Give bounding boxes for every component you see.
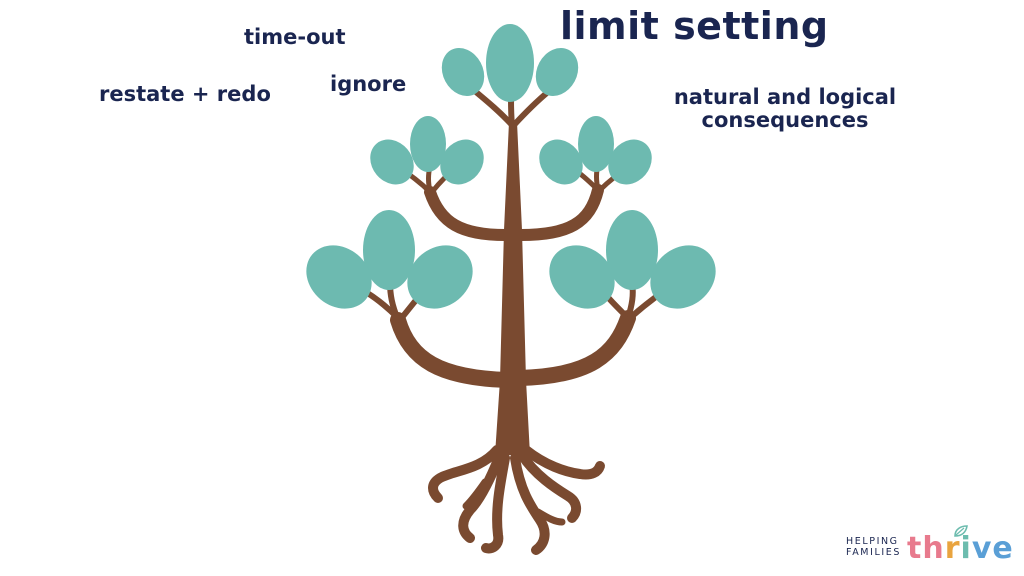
leaf-mid-right-left xyxy=(539,139,583,185)
leaf-lower-right-right xyxy=(650,245,716,309)
label-natural-logical-consequences: natural and logical consequences xyxy=(672,85,898,133)
leaf-mid-left-center xyxy=(410,116,446,172)
brand-line2: FAMILIES xyxy=(846,547,902,559)
brand-letter: i xyxy=(960,531,972,566)
branch-lower-left xyxy=(390,312,516,388)
root-4 xyxy=(510,453,550,555)
tree-trunk xyxy=(495,122,530,455)
twig-top-right xyxy=(511,89,551,128)
twig-top-center xyxy=(508,95,515,128)
label-ignore: ignore xyxy=(330,72,407,96)
label-time-out: time-out xyxy=(244,25,346,49)
leaf-mid-left-right xyxy=(440,139,484,185)
leaf-lower-left-center xyxy=(363,210,415,290)
tree-roots xyxy=(428,445,605,555)
brand-wordmark: thrive xyxy=(907,525,1014,566)
brand-letter: t xyxy=(907,531,923,566)
brand-letter: h xyxy=(922,531,945,566)
page-title: limit setting xyxy=(560,4,829,48)
leaf-lower-left-right xyxy=(407,245,473,309)
tree-leaves xyxy=(306,24,716,309)
brand-letter: v xyxy=(971,531,993,566)
label-natural-line2: consequences xyxy=(701,108,869,133)
leaf-mid-right-right xyxy=(608,139,652,185)
branch-mid-right xyxy=(510,184,604,242)
root-1 xyxy=(428,445,502,503)
leaf-lower-left-left xyxy=(306,245,372,309)
leaf-mid-right-center xyxy=(578,116,614,172)
leaf-lower-right-left xyxy=(549,245,615,309)
leaf-lower-right-center xyxy=(606,210,658,290)
sprout-leaf xyxy=(954,525,968,537)
root-6 xyxy=(521,445,605,480)
branch-mid-left xyxy=(424,186,516,242)
brand-small-text: HELPING FAMILIES xyxy=(846,536,902,564)
brand-line1: HELPING xyxy=(846,536,899,548)
label-natural-line1: natural and logical xyxy=(673,85,897,109)
leaf-mid-left-left xyxy=(370,139,414,185)
leaf-top-left xyxy=(441,48,485,96)
sprout-vein xyxy=(955,527,965,536)
tree-branches xyxy=(347,89,679,388)
root-8 xyxy=(534,508,566,526)
leaf-top-center xyxy=(486,24,534,102)
brand-letter: e xyxy=(992,531,1014,566)
label-restate-redo: restate + redo xyxy=(99,82,271,106)
sprout-icon xyxy=(954,525,968,537)
root-7 xyxy=(462,478,489,510)
root-2 xyxy=(458,450,505,543)
root-3 xyxy=(481,453,510,554)
leaf-top-right xyxy=(535,48,579,96)
brand-letter: r xyxy=(944,531,961,566)
brand-logo: HELPING FAMILIES thrive xyxy=(846,525,1014,566)
branch-lower-right xyxy=(512,310,636,386)
root-5 xyxy=(517,450,582,523)
